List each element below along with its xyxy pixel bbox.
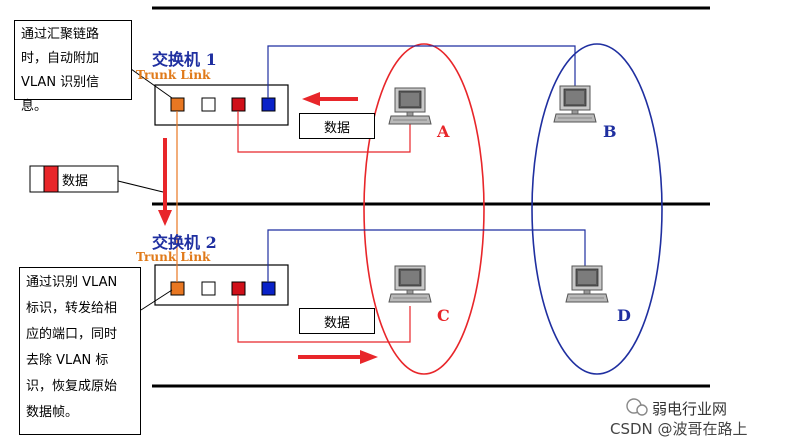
pc-d-label: D	[617, 306, 631, 325]
switch-1-trunk-label: Trunk Link	[136, 68, 211, 82]
note-bottom-pointer	[140, 289, 173, 311]
pc-c-label: C	[437, 306, 450, 325]
tagged-frame	[29, 165, 119, 193]
switch-2-port-trunk	[170, 281, 185, 296]
arrow-outgoing-switch2	[298, 350, 378, 364]
data-box-top: 数据	[299, 113, 375, 139]
link-switch2-pc-c	[237, 295, 411, 343]
wechat-icon	[626, 398, 648, 416]
pc-b-label: B	[603, 122, 617, 141]
switch-2-port-red	[231, 281, 246, 296]
computer-icon	[565, 265, 609, 303]
frame-pointer	[117, 180, 164, 193]
frame-data-label: 数据	[62, 174, 89, 189]
computer-icon	[553, 85, 597, 123]
switch-2-port-blue	[261, 281, 276, 296]
link-switch1-pc-b	[267, 45, 576, 98]
data-box-bottom: 数据	[299, 308, 375, 334]
vlan-blue-ellipse	[531, 43, 663, 375]
note-bottom: 通过识别 VLAN 标识，转发给相 应的端口，同时 去除 VLAN 标 识，恢复…	[19, 267, 141, 435]
computer-icon	[388, 265, 432, 303]
switch-1-port-trunk	[170, 97, 185, 112]
switch-2-port-empty	[201, 281, 216, 296]
switch-2-title: 交换机 2	[152, 233, 217, 252]
watermark-brand: 弱电行业网	[652, 400, 728, 418]
link-switch1-pc-a	[237, 111, 411, 153]
arrow-down-trunk	[158, 138, 172, 226]
switch-2-trunk-label: Trunk Link	[136, 250, 211, 264]
vlan-red-ellipse	[363, 43, 485, 375]
link-switch2-pc-d	[267, 229, 586, 282]
switch-1-title: 交换机 1	[152, 50, 217, 69]
switch-1-port-red	[231, 97, 246, 112]
arrow-incoming-switch1	[302, 92, 358, 106]
note-top-pointer	[130, 68, 173, 99]
note-top: 通过汇聚链路 时，自动附加 VLAN 识别信息。	[14, 20, 132, 114]
switch-1-port-blue	[261, 97, 276, 112]
pc-a-label: A	[437, 122, 450, 141]
watermark-credit: CSDN @波哥在路上	[610, 420, 748, 438]
switch-1-port-empty	[201, 97, 216, 112]
computer-icon	[388, 87, 432, 125]
